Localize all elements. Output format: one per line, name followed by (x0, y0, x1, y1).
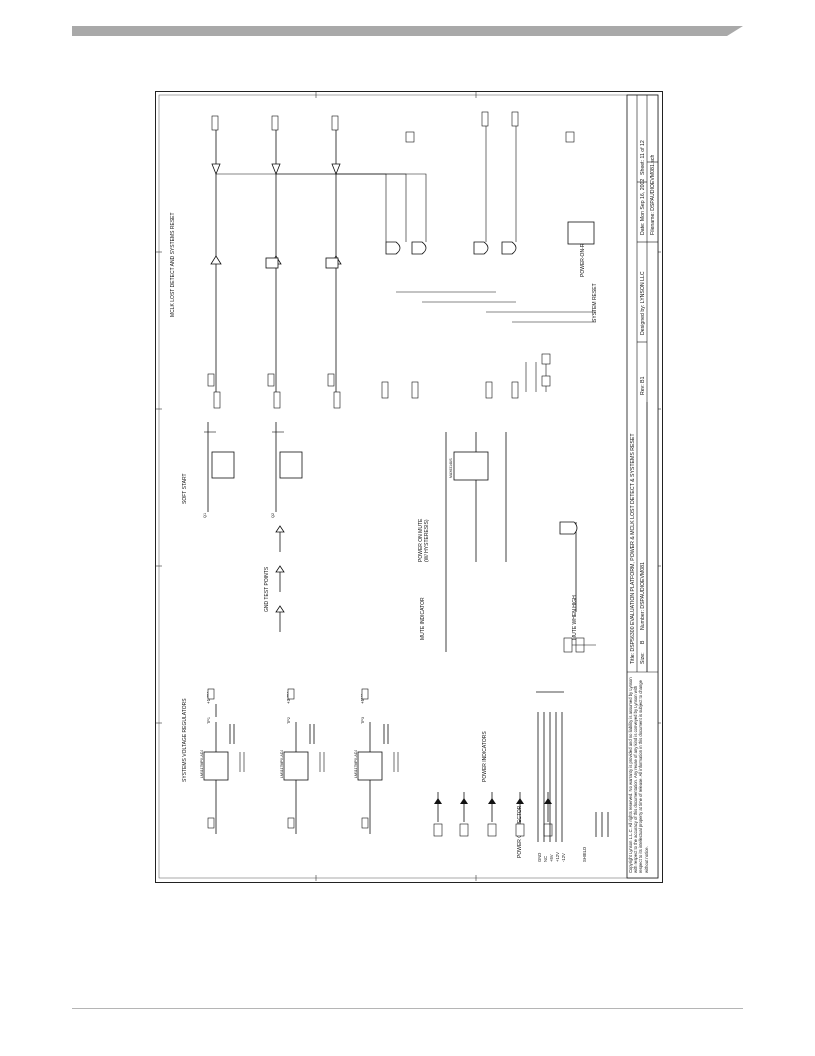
label-mute-indicator: MUTE INDICATOR (420, 597, 426, 640)
label-power-on-reset: POWER-ON-RESET (580, 231, 586, 277)
regulator-3-box (357, 751, 383, 781)
pin-gnd: GND (537, 853, 542, 862)
tp2-label: TP2 (287, 717, 291, 724)
power-on-mute: MAX6314US (445, 432, 596, 653)
label-soft-start: SOFT START (182, 473, 188, 504)
title-text: Title: DSP56300 EVALUATION PLATFORM, POW… (630, 433, 636, 664)
pin-nc: NC (543, 856, 548, 862)
header-bar (72, 26, 743, 36)
grid-ticks (156, 92, 661, 881)
title-block: Title: DSP56300 EVALUATION PLATFORM, POW… (626, 94, 659, 879)
pin-n12v: -12V (561, 853, 566, 862)
designed-by-text: Designed by: LYNSON LLC (640, 271, 646, 335)
copyright-notice: Copyright Lynson L.L.C. All rights reser… (628, 677, 649, 873)
label-regulators: SYSTEMS VOLTAGE REGULATORS (182, 698, 188, 782)
date-text: Date: Mon Sep 16, 2002 (640, 179, 646, 235)
q1-label: Q1 (203, 513, 207, 518)
por-chip-box (567, 221, 595, 245)
filename-text: Filename: DSPAUDIOEVM081.sch (650, 155, 656, 235)
label-power-on-mute: POWER ON MUTE (418, 518, 424, 562)
mclk-lost-detect (207, 111, 596, 392)
number-text: Number: DSPAUDIOEVM081 (640, 562, 646, 630)
label-power-on-mute-sub: (W/ HYSTERESIS) (424, 519, 430, 562)
label-mclk-lost: MCLK LOST DETECT AND SYSTEMS RESET (170, 212, 176, 317)
power-connector: GND NC +5V +12V -12V SHIELD (536, 691, 609, 862)
mute-ic-part: MAX6314US (449, 458, 453, 478)
rev-text: Rev: B1 (640, 376, 646, 395)
gnd-test-points (275, 525, 285, 632)
pin-p5v: +5V (549, 854, 554, 862)
regulator-2-part: LM1117MPX-ADJ (280, 750, 284, 778)
size-label: Size: (640, 652, 646, 664)
tp3-label: TP3 (361, 717, 365, 724)
regulator-1-part: LM1117MPX-ADJ (200, 750, 204, 778)
regulator-3-part: LM1117MPX-ADJ (354, 750, 358, 778)
tp1-label: TP1 (207, 717, 211, 724)
label-power-indicators: POWER INDICATORS (482, 731, 488, 782)
power-indicators (433, 792, 553, 837)
label-system-reset: SYSTEM RESET (592, 283, 598, 322)
soft-start: Q1 Q2 (203, 422, 303, 518)
label-mute-when-high: MUTE WHEN HIGH (572, 595, 578, 640)
voltage-regulators: LM1117MPX-ADJ +1.8V TP1 LM1117MPX-ADJ +3… (200, 688, 399, 834)
sheet-text: Sheet: 11 of 12 (640, 140, 646, 175)
schematic-sheet: A B C D E A B C D E 3 2 1 3 2 1 (155, 91, 663, 883)
pin-p12v: +12V (555, 852, 560, 862)
size-value: B (640, 640, 646, 644)
footer-rule (72, 1008, 743, 1009)
regulator-2-box (283, 751, 309, 781)
q2-label: Q2 (271, 513, 275, 518)
regulator-1-box (203, 751, 229, 781)
mute-ic-box (453, 451, 489, 481)
pin-shield: SHIELD (582, 847, 587, 862)
label-gnd-test-points: GND TEST POINTS (264, 566, 270, 612)
